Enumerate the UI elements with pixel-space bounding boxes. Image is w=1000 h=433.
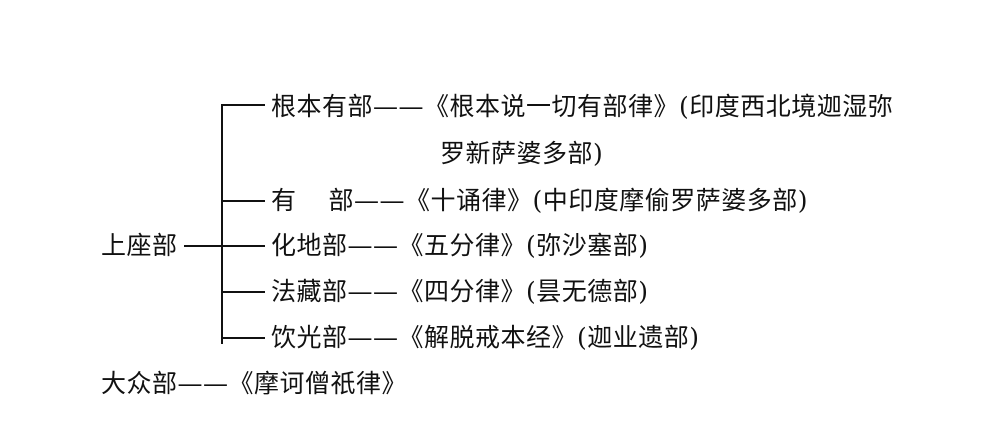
branch-2: 有 部——《十诵律》(中印度摩偷罗萨婆多部) [271, 184, 808, 218]
branch-5: 饮光部——《解脱戒本经》(迦业遗部) [271, 321, 700, 355]
branch-1-school: 根本有部 [271, 92, 374, 121]
root-connector [184, 245, 222, 247]
branch-2-school-b: 部 [328, 186, 355, 215]
branch-2-dash: —— [354, 186, 406, 215]
branch-1: 根本有部——《根本说一切有部律》(印度西北境迦湿弥 [271, 90, 893, 124]
branch-3-dash: —— [347, 231, 399, 260]
branch-2-text: 《十诵律》(中印度摩偷罗萨婆多部) [405, 186, 809, 215]
branch-5-dash: —— [347, 323, 399, 352]
branch-3-text: 《五分律》(弥沙塞部) [398, 231, 649, 260]
branch-1-dash: —— [373, 92, 425, 121]
branch-1-continuation: 罗新萨婆多部) [440, 139, 604, 168]
branch-1-text: 《根本说一切有部律》(印度西北境迦湿弥 [424, 92, 894, 121]
branch-5-text: 《解脱戒本经》(迦业遗部) [398, 323, 700, 352]
branch-connector-2 [221, 200, 265, 202]
other-school-dash: —— [177, 369, 229, 398]
other-school-text: 《摩诃僧祇律》 [228, 369, 408, 398]
bracket-vertical-line [221, 104, 223, 344]
branch-2-school-a: 有 [271, 186, 297, 215]
branch-4: 法藏部——《四分律》(昙无德部) [271, 275, 649, 309]
other-school-label: 大众部 [101, 369, 178, 398]
branch-connector-4 [221, 291, 265, 293]
branch-3: 化地部——《五分律》(弥沙塞部) [271, 229, 649, 263]
root-label: 上座部 [101, 231, 178, 260]
branch-connector-1 [221, 104, 265, 106]
branch-4-dash: —— [347, 277, 399, 306]
branch-connector-5 [221, 337, 265, 339]
branch-4-text: 《四分律》(昙无德部) [398, 277, 649, 306]
branch-connector-3 [221, 245, 265, 247]
branch-5-school: 饮光部 [271, 323, 348, 352]
branch-4-school: 法藏部 [271, 277, 348, 306]
branch-3-school: 化地部 [271, 231, 348, 260]
other-school: 大众部——《摩诃僧祇律》 [101, 367, 407, 401]
